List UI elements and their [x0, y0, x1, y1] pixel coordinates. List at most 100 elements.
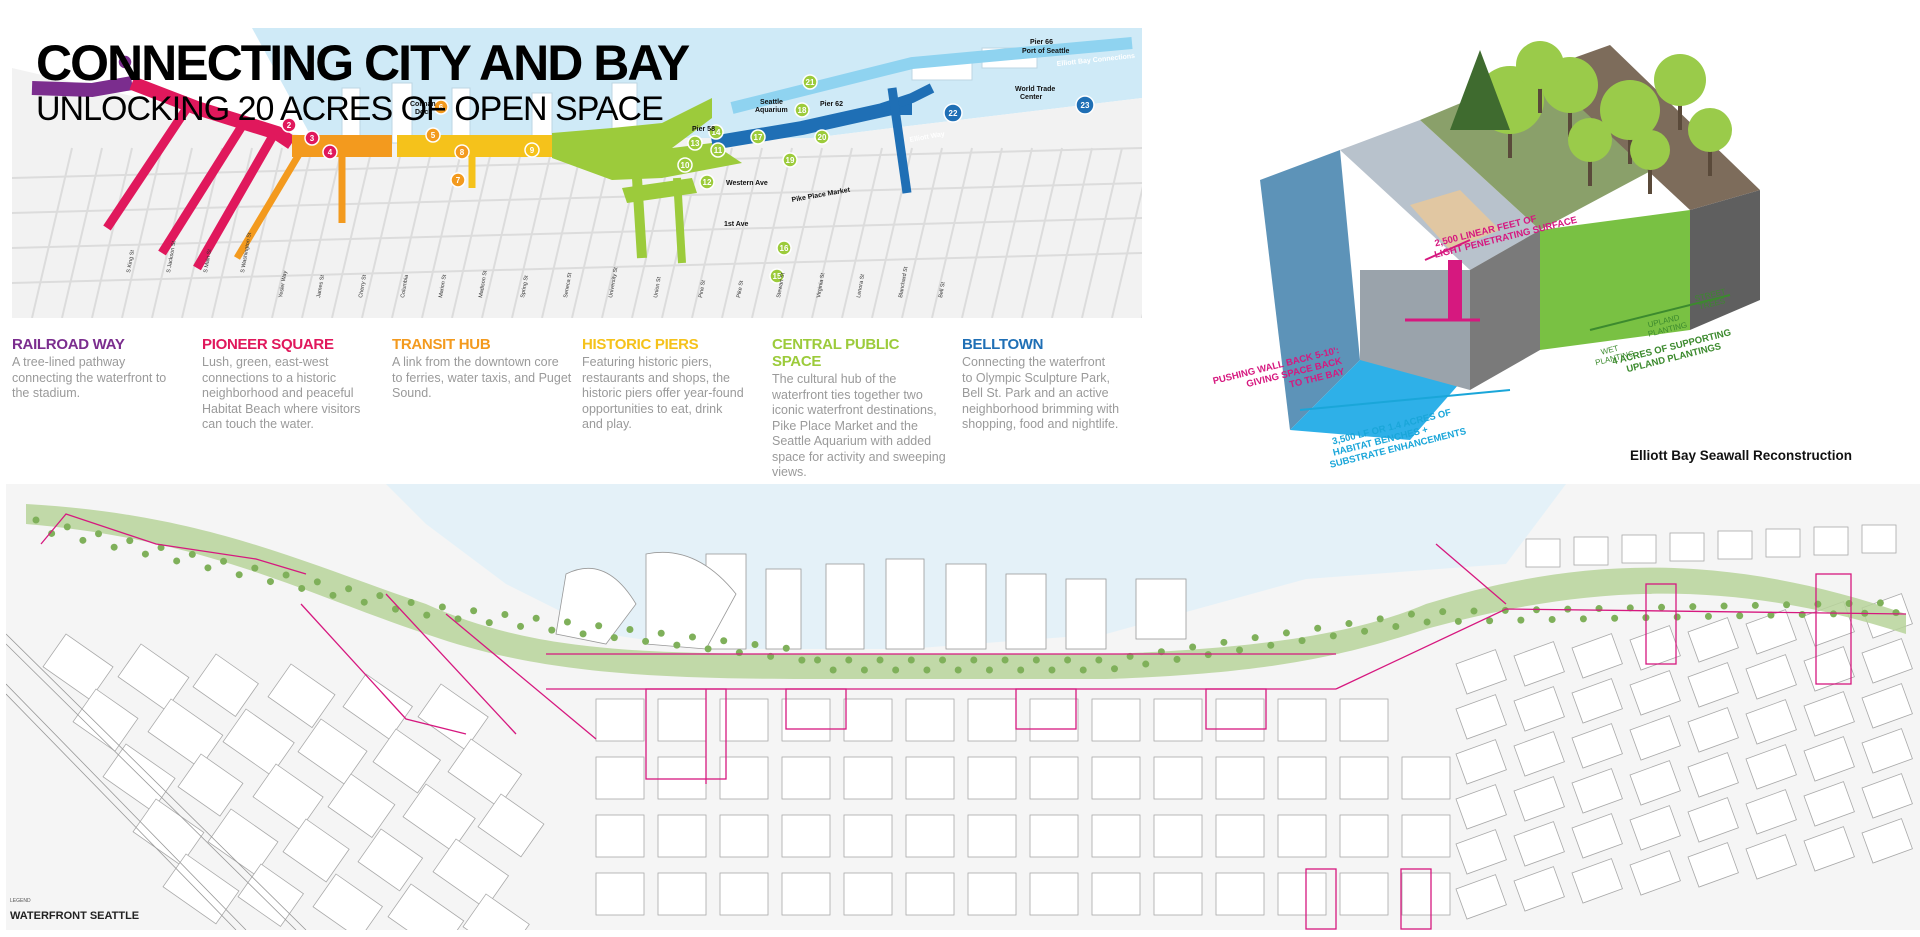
description-line: A link from the downtown core: [392, 355, 559, 369]
plan-tree: [110, 543, 118, 551]
tree-trunk: [1708, 146, 1712, 176]
city-block: [1215, 698, 1265, 742]
plan-tree: [79, 536, 87, 544]
street-name: Stewart St: [776, 272, 786, 298]
plan-tree: [1298, 637, 1306, 645]
plan-tree: [548, 626, 556, 634]
habitat-leader: [1299, 389, 1511, 411]
city-block: [1455, 739, 1507, 785]
label-wtc-1: World Trade: [1015, 86, 1055, 93]
plan-tree: [579, 630, 587, 638]
brand-logo-text: WATERFRONT SEATTLE: [10, 910, 140, 922]
plan-tree: [845, 656, 853, 664]
plan-tree: [251, 564, 259, 572]
city-block: [1687, 662, 1739, 708]
city-block: [1153, 756, 1203, 800]
plan-tree: [204, 564, 212, 572]
city-block: [1277, 698, 1327, 742]
tree-trunk: [1678, 100, 1682, 130]
city-block: [905, 814, 955, 858]
plan-tree: [282, 571, 290, 579]
plan-tree: [1548, 615, 1556, 623]
plan-tree: [126, 537, 134, 545]
plan-tree: [485, 619, 493, 627]
city-block: [1571, 678, 1623, 724]
city-block: [417, 683, 489, 751]
plan-tree: [1751, 601, 1759, 609]
city-block: [387, 883, 465, 930]
plan-tree: [923, 666, 931, 674]
city-block: [1687, 842, 1739, 888]
plan-tree: [438, 603, 446, 611]
city-block: [843, 756, 893, 800]
city-block: [1455, 784, 1507, 830]
plan-tree: [1048, 666, 1056, 674]
description-line: Seattle Aquarium with added: [772, 434, 932, 448]
description-line: connections to a historic: [202, 370, 337, 385]
plan-tree: [470, 607, 478, 615]
tree-trunk: [1568, 107, 1572, 137]
marker-number: 21: [806, 78, 815, 87]
city-block: [1861, 728, 1913, 774]
pioneer-link-1: [103, 105, 191, 231]
city-block: [1687, 752, 1739, 798]
plan-tree: [1736, 612, 1744, 620]
page-subtitle: UNLOCKING 20 ACRES OF OPEN SPACE: [36, 90, 664, 128]
page-title: CONNECTING CITY AND BAY: [36, 35, 690, 91]
label-colman-1: Colman: [410, 101, 436, 108]
marker-12: [699, 174, 715, 190]
marker-16: [776, 240, 792, 256]
city-block: [462, 893, 530, 930]
plan-tree: [720, 637, 728, 645]
plan-tree: [1267, 641, 1275, 649]
description-line: the stadium.: [12, 386, 81, 400]
project-boundaries: [40, 513, 1907, 930]
city-block: [1513, 821, 1565, 867]
city-block: [267, 663, 336, 729]
label-western-ave: Western Ave: [726, 180, 768, 187]
description-line: Sound.: [392, 386, 432, 400]
marker-number: 7: [456, 176, 461, 185]
label-pier58: Pier 58: [692, 126, 715, 133]
plan-tree: [751, 640, 759, 648]
city-block: [1571, 768, 1623, 814]
city-block: [177, 753, 244, 817]
plan-tree: [1579, 615, 1587, 623]
city-block: [1339, 756, 1389, 800]
city-block: [1861, 818, 1913, 864]
city-block: [1687, 707, 1739, 753]
plan-tree: [673, 641, 681, 649]
plan-tree: [1407, 610, 1415, 618]
label-wtc-2: Center: [1020, 94, 1042, 101]
street-name: Cherry St: [358, 274, 368, 298]
plan-tree: [376, 592, 384, 600]
plan-tree: [1704, 612, 1712, 620]
plan-tree: [266, 578, 274, 586]
description-line: can touch the water.: [202, 417, 314, 431]
plan-tree: [1204, 651, 1212, 659]
city-block: [1091, 814, 1141, 858]
city-block: [595, 814, 645, 858]
city-block: [1861, 773, 1913, 819]
marker-number: 1: [123, 58, 128, 67]
tree-trunk: [1628, 134, 1632, 164]
elliott-bay-connection: [730, 37, 1133, 114]
city-block: [719, 814, 769, 858]
city-block: [1401, 872, 1451, 916]
plan-tree: [313, 578, 321, 586]
marker-15: [769, 268, 785, 284]
city-block: [1861, 524, 1897, 554]
city-block: [222, 708, 295, 777]
city-block: [207, 808, 279, 876]
description-line: The cultural hub of the: [772, 372, 897, 386]
plan-tree: [173, 557, 181, 565]
description-line: connecting the waterfront to: [12, 370, 167, 385]
city-block: [843, 814, 893, 858]
plan-tree: [1783, 601, 1791, 609]
promenade-trees: [32, 516, 1900, 674]
promenade-green: [26, 504, 1906, 679]
